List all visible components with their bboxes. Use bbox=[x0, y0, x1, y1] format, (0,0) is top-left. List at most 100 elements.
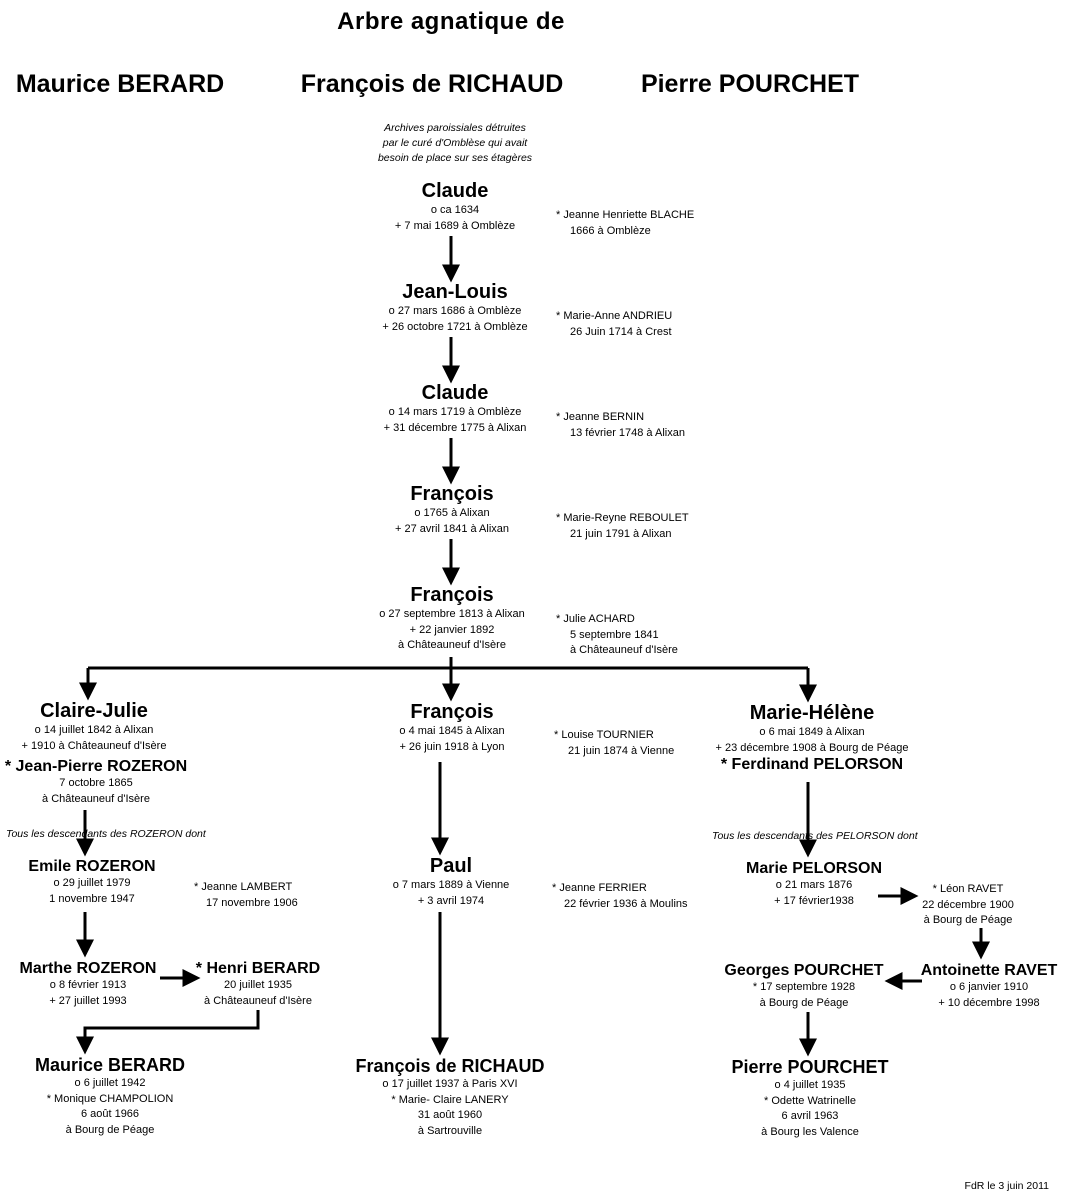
person-name: Pierre POURCHET bbox=[731, 1057, 889, 1077]
spouse-rozeron: * Jean-Pierre ROZERON 7 octobre 1865 à C… bbox=[5, 758, 187, 807]
marriage-detail: 6 août 1966 bbox=[80, 1108, 140, 1120]
marriage-detail: 17 novembre 1906 bbox=[206, 896, 298, 909]
person-pierre-pourchet: Pierre POURCHET o 4 juillet 1935 * Odett… bbox=[731, 1057, 888, 1140]
person-death: + 26 octobre 1721 à Omblèze bbox=[382, 320, 528, 333]
person-name: François bbox=[410, 701, 494, 723]
marriage-place: à Sartrouville bbox=[417, 1124, 483, 1137]
person-marie-helene: Marie-Hélène o 6 mai 1849 à Alixan + 23 … bbox=[716, 702, 909, 774]
arrow-henri-maurice bbox=[76, 1010, 260, 1055]
person-name: * Henri BERARD bbox=[195, 960, 321, 977]
person-death: + 31 décembre 1775 à Alixan bbox=[383, 421, 527, 434]
person-claude-1634: Claude o ca 1634 + 7 mai 1689 à Omblèze bbox=[395, 180, 515, 234]
marriage-place: à Châteauneuf d'Isère bbox=[570, 644, 678, 656]
person-name: Jean-Louis bbox=[402, 281, 508, 303]
marriage-place: à Châteauneuf d'Isère bbox=[204, 994, 312, 1007]
person-marthe-rozeron: Marthe ROZERON o 8 février 1913 + 27 jui… bbox=[20, 960, 157, 1009]
person-francois-de-richaud: François de RICHAUD o 17 juillet 1937 à … bbox=[355, 1056, 544, 1139]
person-francois-1765: François o 1765 à Alixan + 27 avril 1841… bbox=[395, 483, 509, 537]
person-name: Georges POURCHET bbox=[724, 962, 884, 979]
marriage-detail: 1666 à Omblèze bbox=[570, 224, 651, 237]
marriage-detail: 26 Juin 1714 à Crest bbox=[570, 325, 672, 338]
person-marie-pelorson: Marie PELORSON o 21 mars 1876 + 17 févri… bbox=[746, 860, 882, 909]
person-name: Antoinette RAVET bbox=[920, 962, 1058, 979]
person-birth: o 29 juillet 1979 bbox=[53, 877, 131, 889]
person-death: + 27 juillet 1993 bbox=[49, 994, 127, 1007]
archives-note-line: besoin de place sur ses étagères bbox=[377, 152, 533, 164]
person-birth: o 7 mars 1889 à Vienne bbox=[392, 879, 510, 891]
person-death: + 23 décembre 1908 à Bourg de Péage bbox=[715, 741, 909, 754]
person-death: 1 novembre 1947 bbox=[49, 892, 135, 905]
person-birth: o 6 mai 1849 à Alixan bbox=[759, 726, 865, 738]
spouse-name: * Jeanne Henriette BLACHE bbox=[556, 209, 695, 221]
spouse-name: * Ferdinand PELORSON bbox=[720, 756, 904, 773]
person-death: + 1910 à Châteauneuf d'Isère bbox=[21, 739, 167, 752]
person-henri-berard: * Henri BERARD 20 juillet 1935 à Château… bbox=[196, 960, 320, 1009]
spouse-name: * Monique CHAMPOLION bbox=[46, 1092, 174, 1105]
person-name: Emile ROZERON bbox=[28, 858, 156, 875]
person-antoinette-ravet: Antoinette RAVET o 6 janvier 1910 + 10 d… bbox=[921, 962, 1058, 1011]
person-birth: o 14 mars 1719 à Omblèze bbox=[388, 406, 522, 418]
person-birth: o 27 septembre 1813 à Alixan bbox=[379, 608, 525, 620]
spouse-name: * Jean-Pierre ROZERON bbox=[4, 758, 188, 775]
spouse-lambert: * Jeanne LAMBERT 17 novembre 1906 bbox=[194, 880, 298, 911]
person-birth: o 1765 à Alixan bbox=[414, 507, 490, 519]
spouse-reboulet: * Marie-Reyne REBOULET 21 juin 1791 à Al… bbox=[556, 511, 689, 542]
spouse-name: * Marie-Reyne REBOULET bbox=[556, 512, 689, 524]
person-death: + 10 décembre 1998 bbox=[938, 996, 1040, 1009]
page-title: Arbre agnatique de bbox=[337, 8, 565, 35]
marriage-detail: 22 décembre 1900 bbox=[922, 898, 1014, 911]
person-death: + 27 avril 1841 à Alixan bbox=[394, 522, 510, 535]
spouse-name: * Louise TOURNIER bbox=[554, 729, 654, 741]
person-birth: o 6 juillet 1942 bbox=[74, 1077, 146, 1089]
person-birth: o ca 1634 bbox=[430, 204, 480, 216]
spouse-leon-ravet: * Léon RAVET 22 décembre 1900 à Bourg de… bbox=[922, 882, 1014, 929]
person-claude-1719: Claude o 14 mars 1719 à Omblèze + 31 déc… bbox=[384, 382, 527, 436]
marriage-place: à Châteauneuf d'Isère bbox=[42, 792, 150, 805]
person-francois-1813: François o 27 septembre 1813 à Alixan + … bbox=[379, 584, 525, 654]
person-birth: o 6 janvier 1910 bbox=[949, 981, 1029, 993]
person-francois-1845: François o 4 mai 1845 à Alixan + 26 juin… bbox=[399, 701, 504, 755]
spouse-tournier: * Louise TOURNIER 21 juin 1874 à Vienne bbox=[554, 728, 674, 759]
marriage-place: à Bourg de Péage bbox=[759, 996, 849, 1009]
person-birth: o 4 mai 1845 à Alixan bbox=[399, 725, 505, 737]
rozeron-descendants-note: Tous les descendants des ROZERON dont bbox=[6, 828, 206, 840]
person-jean-louis: Jean-Louis o 27 mars 1686 à Omblèze + 26… bbox=[382, 281, 527, 335]
marriage-detail: 5 septembre 1841 bbox=[570, 628, 659, 641]
person-georges-pourchet: Georges POURCHET * 17 septembre 1928 à B… bbox=[724, 962, 883, 1011]
spouse-name: * Marie- Claire LANERY bbox=[391, 1093, 509, 1106]
footer-credit: FdR le 3 juin 2011 bbox=[964, 1180, 1049, 1192]
person-death-place: à Châteauneuf d'Isère bbox=[398, 639, 506, 651]
person-name: François de RICHAUD bbox=[355, 1056, 545, 1076]
marriage-place: à Bourg de Péage bbox=[923, 914, 1013, 926]
marriage-detail: 7 octobre 1865 bbox=[59, 777, 133, 789]
spouse-name: * Jeanne LAMBERT bbox=[194, 881, 293, 893]
person-name: Claire-Julie bbox=[40, 700, 148, 722]
person-death: + 17 février1938 bbox=[774, 894, 854, 907]
spouse-name: * Jeanne BERNIN bbox=[556, 411, 645, 423]
person-name: Marie-Hélène bbox=[749, 702, 875, 724]
person-name: Paul bbox=[429, 855, 473, 877]
marriage-detail: 20 juillet 1935 bbox=[224, 979, 292, 991]
person-birth: o 27 mars 1686 à Omblèze bbox=[388, 305, 522, 317]
archives-note-line: par le curé d'Omblèse qui avait bbox=[382, 137, 528, 149]
person-death: + 26 juin 1918 à Lyon bbox=[399, 740, 505, 753]
person-birth: o 14 juillet 1842 à Alixan bbox=[34, 724, 154, 736]
spouse-name: * Léon RAVET bbox=[932, 883, 1004, 895]
person-name: Maurice BERARD bbox=[34, 1055, 186, 1075]
person-birth: o 4 juillet 1935 bbox=[774, 1079, 846, 1091]
person-emile-rozeron: Emile ROZERON o 29 juillet 1979 1 novemb… bbox=[28, 858, 155, 907]
spouse-ferrier: * Jeanne FERRIER 22 février 1936 à Mouli… bbox=[552, 881, 688, 912]
person-name: Claude bbox=[421, 382, 489, 404]
person-maurice-berard: Maurice BERARD o 6 juillet 1942 * Moniqu… bbox=[35, 1055, 185, 1138]
subject-pierre-pourchet: Pierre POURCHET bbox=[640, 70, 860, 98]
spouse-name: * Jeanne FERRIER bbox=[552, 882, 647, 894]
person-name: Claude bbox=[421, 180, 489, 202]
marriage-detail: 22 février 1936 à Moulins bbox=[564, 897, 688, 910]
spouse-name: * Julie ACHARD bbox=[556, 613, 635, 625]
spouse-name: * Marie-Anne ANDRIEU bbox=[556, 310, 673, 322]
marriage-detail: 21 juin 1874 à Vienne bbox=[568, 744, 675, 757]
person-name: Marthe ROZERON bbox=[19, 960, 157, 977]
marriage-place: à Bourg de Péage bbox=[65, 1123, 155, 1136]
person-name: François bbox=[410, 483, 494, 505]
spouse-achard: * Julie ACHARD 5 septembre 1841 à Châtea… bbox=[556, 612, 678, 659]
